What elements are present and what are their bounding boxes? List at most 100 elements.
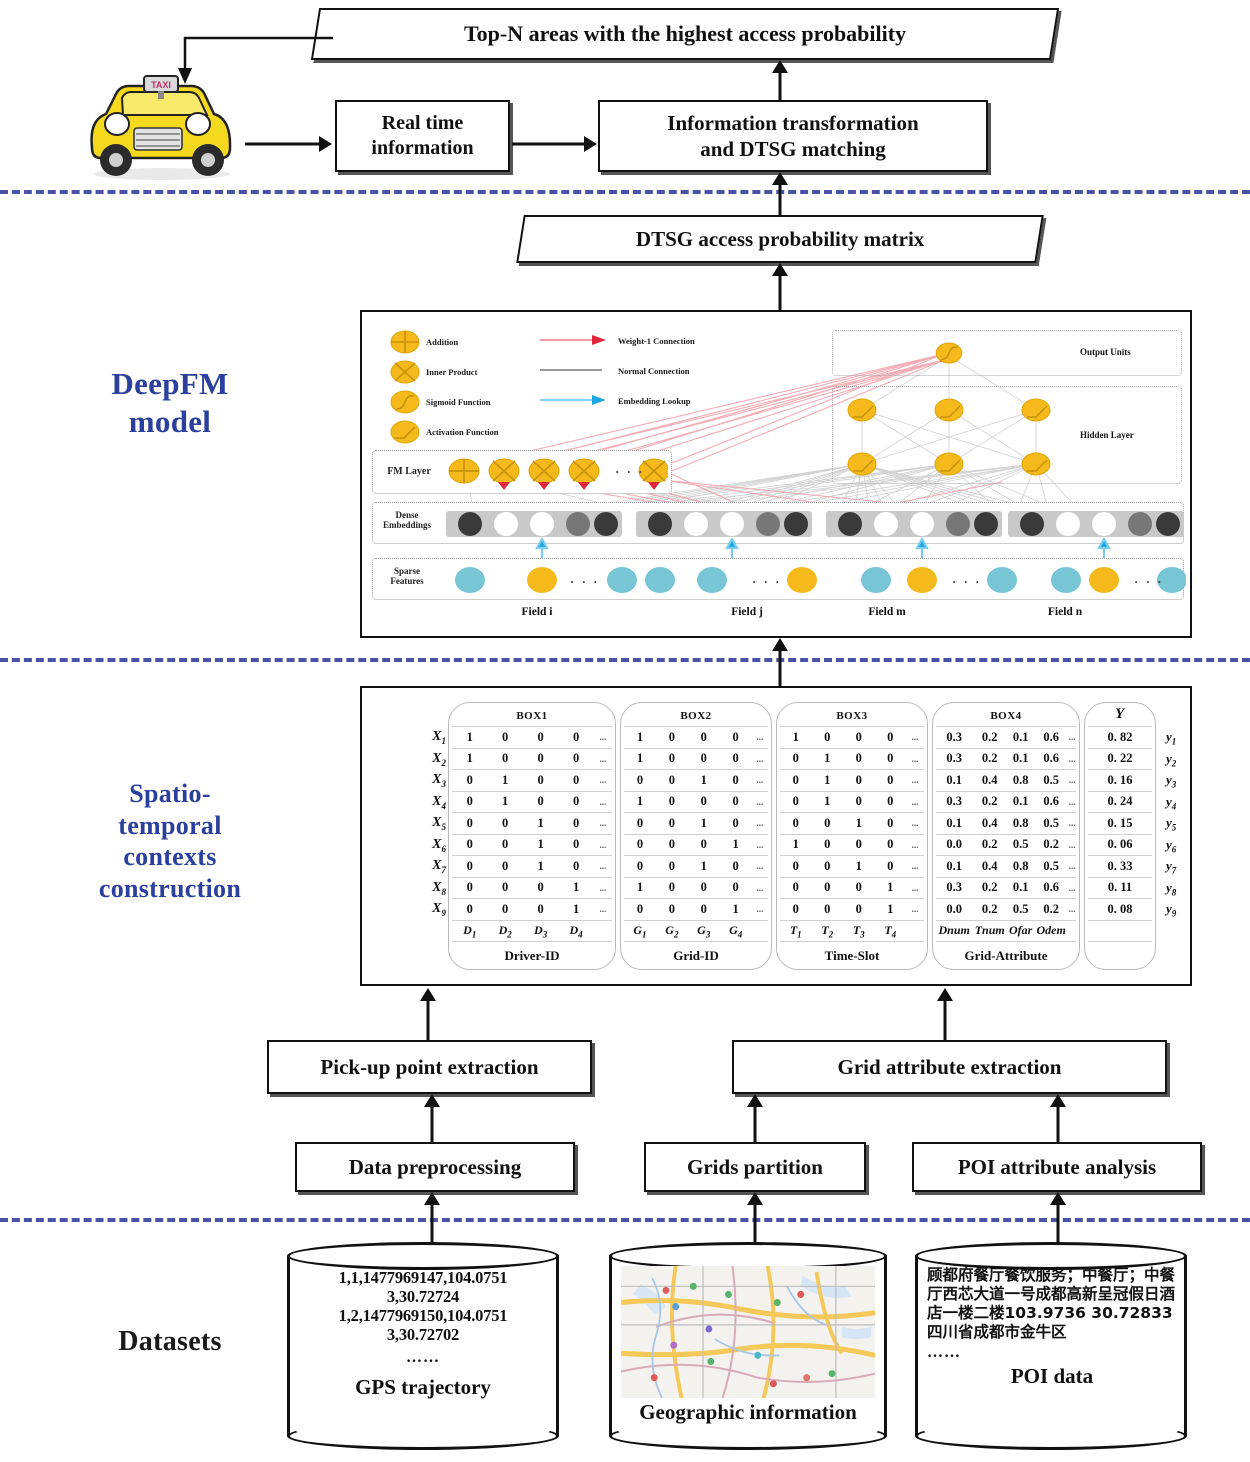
table-cell: 0 xyxy=(780,769,812,792)
table-cell: 0 xyxy=(487,898,523,921)
topn-result-banner: Top-N areas with the highest access prob… xyxy=(310,8,1060,60)
table-row: 0. 06 xyxy=(1088,833,1152,856)
table-cell: 0 xyxy=(452,855,488,878)
arrow-gridpart-to-gridattr xyxy=(745,1094,765,1144)
table-cell-ellipsis: ... xyxy=(1068,747,1076,770)
pickup-point-extraction-box: Pick-up point extraction xyxy=(267,1040,592,1094)
table-cell: 0 xyxy=(874,790,906,813)
table-cell-ellipsis: ... xyxy=(593,790,612,813)
y-value-cell: 0. 08 xyxy=(1088,898,1152,921)
table-cell-ellipsis: ... xyxy=(593,769,612,792)
dtsg-matrix-text: DTSG access probability matrix xyxy=(635,226,925,251)
table-cell: 0 xyxy=(843,833,875,856)
table-cell: 0 xyxy=(452,833,488,856)
poi-attribute-analysis-text: POI attribute analysis xyxy=(957,1154,1157,1179)
gps-trajectory-cylinder: 1,1,1477969147,104.0751 3,30.72724 1,2,1… xyxy=(287,1242,559,1450)
deepfm-model-panel: Addition Inner Product Sigmoid Function … xyxy=(360,310,1192,638)
legend-label-addition: Addition xyxy=(426,337,459,347)
table-cell-ellipsis: ... xyxy=(751,790,768,813)
cylinder-bottom xyxy=(915,1422,1187,1450)
table-cell: 1 xyxy=(522,855,559,878)
table-cell: 0 xyxy=(687,726,720,749)
box2-title: BOX2 xyxy=(680,710,712,722)
table-cell: 0 xyxy=(655,898,688,921)
poi-caption: POI data xyxy=(1010,1363,1094,1388)
table-footer-cell: T1 xyxy=(780,919,812,942)
output-units-band xyxy=(832,330,1182,376)
table-cell: 0 xyxy=(624,769,656,792)
table-cell-ellipsis: ... xyxy=(1068,898,1076,921)
legend-normal-connection-icon xyxy=(540,369,602,371)
fm-layer-label: FM Layer xyxy=(387,466,431,477)
table-cell-ellipsis: ... xyxy=(1068,726,1076,749)
table-cell-ellipsis: ... xyxy=(751,769,768,792)
table-cell: 0.3 xyxy=(936,726,973,749)
table-cell: 0 xyxy=(811,855,843,878)
y-id-label: y9 xyxy=(1166,901,1177,919)
table-cell: 0 xyxy=(780,812,812,835)
arrow-realtime-to-transform xyxy=(512,136,598,152)
y-value-cell: 0. 24 xyxy=(1088,790,1152,813)
cylinder-body xyxy=(287,1256,559,1436)
row-id-label: X8 xyxy=(432,879,446,897)
cylinder-bottom xyxy=(609,1422,887,1450)
table-cell: 0 xyxy=(811,898,843,921)
table-cell: 0.3 xyxy=(936,747,973,770)
table-cell-ellipsis: ... xyxy=(1068,876,1076,899)
table-cell: 0.2 xyxy=(972,747,1008,770)
table-row: 0. 15 xyxy=(1088,812,1152,835)
separator-middle xyxy=(0,658,1250,662)
sparse-ellipsis-3: · · · xyxy=(952,574,982,589)
grids-partition-text: Grids partition xyxy=(687,1154,823,1179)
y-id-label: y5 xyxy=(1166,815,1177,833)
legend-inner-product-icon xyxy=(390,360,420,384)
table-cell: 0 xyxy=(452,898,488,921)
table-cell: 1 xyxy=(719,898,752,921)
legend-label-activation-function: Activation Function xyxy=(426,427,499,437)
cylinder-top xyxy=(287,1242,559,1270)
table-cell: 0 xyxy=(655,876,688,899)
table-row: 0. 08 xyxy=(1088,898,1152,921)
row-id-label: X6 xyxy=(432,836,446,854)
cylinder-bottom xyxy=(287,1422,559,1450)
row-id-label: X5 xyxy=(432,815,446,832)
arrow-gridattr-to-stpanel xyxy=(935,988,955,1040)
arrow-geo-to-gridpart xyxy=(745,1192,765,1248)
table-cell: 0.1 xyxy=(936,769,973,792)
table-cell: 0 xyxy=(780,876,812,899)
y-id-label: y6 xyxy=(1166,836,1177,855)
table-cell: 1 xyxy=(874,898,906,921)
table-cell: 0.1 xyxy=(1007,747,1035,770)
table-cell: 1 xyxy=(687,855,720,878)
table-footer-cell xyxy=(1068,919,1076,942)
sparse-ellipsis-2: · · · xyxy=(752,574,782,589)
table-cell-ellipsis: ... xyxy=(1068,812,1076,835)
sparse-features-row xyxy=(372,558,1184,600)
output-units-label: Output Units xyxy=(1080,347,1131,357)
table-cell: 1 xyxy=(522,812,559,835)
table-cell: 0 xyxy=(780,855,812,878)
topn-result-text: Top-N areas with the highest access prob… xyxy=(463,21,907,46)
table-cell: 0 xyxy=(811,833,843,856)
y-value-cell: 0. 33 xyxy=(1088,855,1152,878)
table-cell: 0 xyxy=(811,726,843,749)
table-cell: 1 xyxy=(452,747,488,770)
field-label-n: Field n xyxy=(1047,606,1083,618)
table-cell: 0 xyxy=(655,812,688,835)
table-row: 0. 16 xyxy=(1088,769,1152,792)
table-cell: 1 xyxy=(522,833,559,856)
fm-layer-row xyxy=(372,450,672,494)
table-footer-cell: Ofar xyxy=(1007,919,1035,942)
